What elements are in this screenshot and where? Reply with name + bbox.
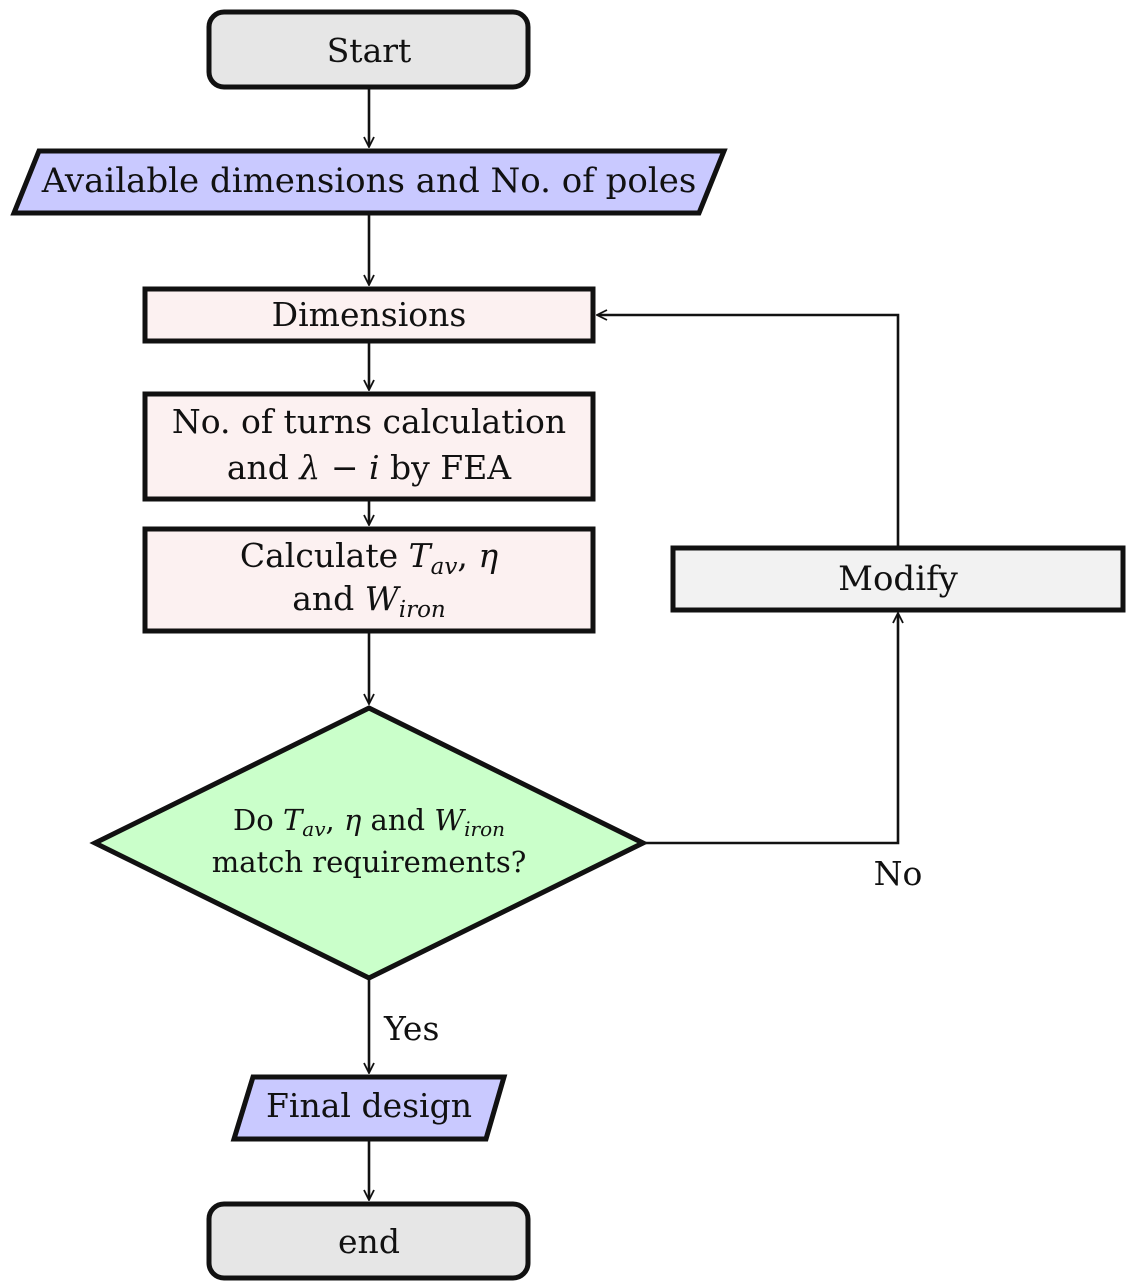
calculate-line-2-prefix: and bbox=[292, 579, 365, 618]
torque-symbol: T bbox=[409, 536, 434, 575]
torque-subscript: av bbox=[431, 554, 458, 580]
iron-loss-symbol: W bbox=[365, 579, 402, 618]
decision-comma: , bbox=[326, 803, 344, 837]
modify-label: Modify bbox=[838, 559, 959, 599]
final-design-parallelogram bbox=[230, 1074, 508, 1142]
current-symbol: i bbox=[369, 448, 380, 487]
turns-line-2-prefix: and bbox=[227, 448, 300, 487]
minus-symbol: − bbox=[320, 448, 369, 487]
turns-line-2-suffix: by FEA bbox=[380, 448, 513, 487]
lambda-symbol: λ bbox=[297, 448, 320, 487]
calculate-line-1: Calculate Tav, η bbox=[240, 536, 498, 580]
calculate-line-2: and Wiron bbox=[292, 579, 445, 623]
final-design-label: Final design bbox=[266, 1086, 472, 1125]
edge-modify-to-dimensions bbox=[598, 315, 900, 547]
modify-box bbox=[670, 545, 1126, 613]
no-edge-label: No bbox=[874, 854, 923, 893]
decision-torque-subscript: av bbox=[302, 817, 326, 841]
calculate-line-1-prefix: Calculate bbox=[240, 536, 409, 575]
dimensions-label: Dimensions bbox=[272, 295, 467, 334]
start-terminal bbox=[206, 9, 531, 90]
decision-diamond bbox=[89, 705, 649, 981]
yes-edge-label: Yes bbox=[383, 1009, 439, 1048]
end-terminal bbox=[206, 1201, 531, 1281]
turns-calculation-box bbox=[142, 391, 596, 502]
decision-iron-loss-subscript: iron bbox=[464, 817, 505, 841]
decision-line-2: match requirements? bbox=[212, 845, 527, 879]
decision-eta-symbol: η bbox=[344, 803, 362, 837]
edge-decision-to-modify bbox=[643, 614, 898, 845]
decision-line-1: Do Tav, η and Wiron bbox=[233, 803, 505, 841]
turns-line-1: No. of turns calculation bbox=[172, 402, 566, 441]
start-label: Start bbox=[327, 31, 412, 70]
decision-line-1-prefix: Do bbox=[233, 803, 283, 837]
calculate-comma: , bbox=[457, 536, 478, 575]
decision-and: and bbox=[361, 803, 434, 837]
input-label: Available dimensions and No. of poles bbox=[41, 161, 697, 201]
decision-iron-loss-symbol: W bbox=[434, 803, 466, 837]
eta-symbol: η bbox=[478, 536, 498, 575]
input-parallelogram bbox=[10, 148, 728, 216]
iron-loss-subscript: iron bbox=[399, 597, 446, 623]
calculate-box bbox=[142, 526, 596, 634]
decision-torque-symbol: T bbox=[283, 803, 305, 837]
turns-line-2: and λ − i by FEA bbox=[227, 448, 512, 487]
dimensions-process-box bbox=[142, 286, 596, 344]
end-label: end bbox=[338, 1222, 400, 1261]
